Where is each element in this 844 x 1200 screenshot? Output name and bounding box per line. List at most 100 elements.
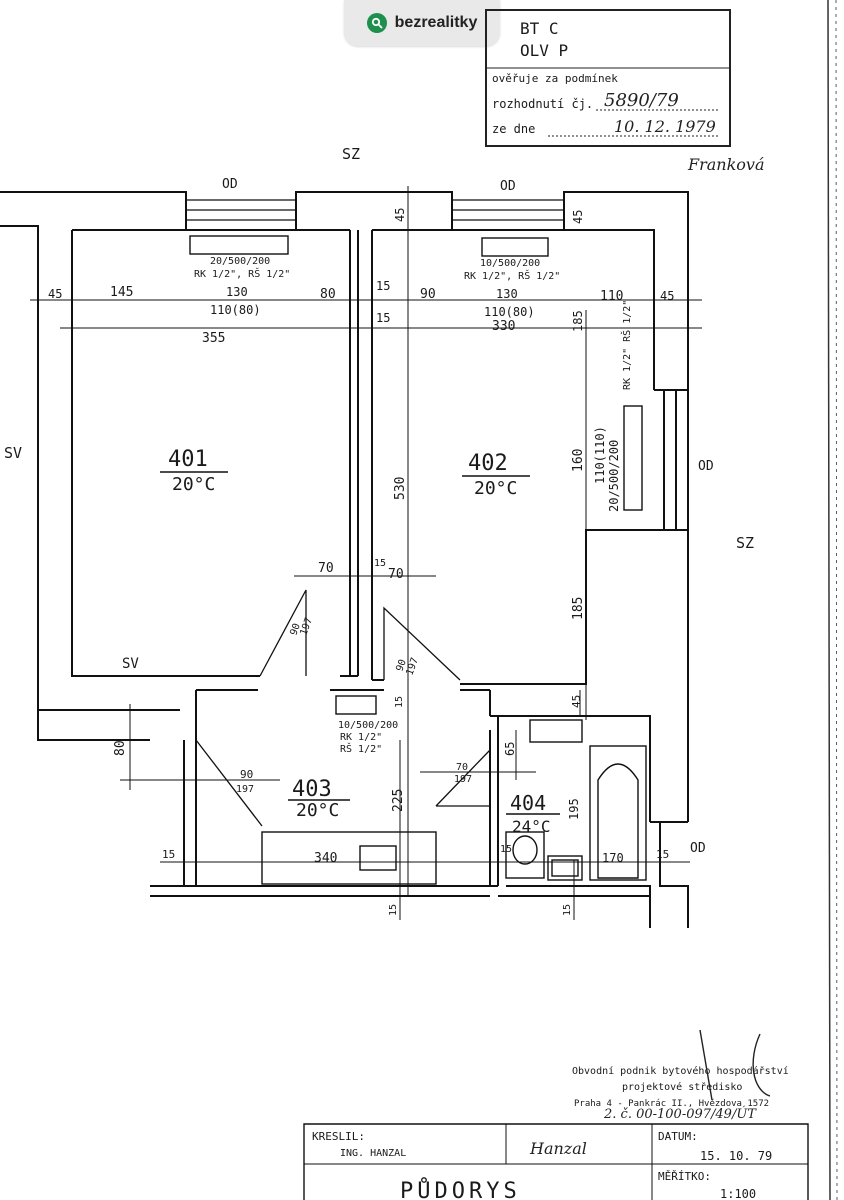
- dim-15a: 15: [376, 279, 390, 293]
- brand-name: bezrealitky: [394, 14, 478, 31]
- window-od-401: OD: [222, 177, 238, 192]
- dim-160: 160: [571, 449, 586, 472]
- orientation-sz-right: SZ: [736, 534, 754, 552]
- dim-195: 195: [567, 798, 581, 820]
- dim-530: 530: [393, 477, 408, 500]
- tb-drew-label: KRESLIL:: [312, 1130, 365, 1143]
- dim-15h: 15: [388, 904, 399, 916]
- door-404-width: 70: [456, 762, 468, 773]
- bath-fixtures: [261, 745, 647, 885]
- tb-title: PŮDORYS: [400, 1177, 521, 1200]
- window-od-402: OD: [500, 179, 516, 194]
- stamp-line1: BT C: [520, 19, 559, 38]
- dim-15f: 15: [500, 844, 512, 855]
- office-line3: Praha 4 - Pankrác II., Hvězdova 1572: [574, 1099, 769, 1109]
- dim-225: 225: [391, 789, 406, 812]
- doors: [195, 589, 491, 827]
- dim-110: 110: [600, 289, 623, 304]
- dim-90: 90: [420, 287, 436, 302]
- dim-330: 330: [492, 319, 515, 334]
- dim-45a: 45: [48, 287, 62, 301]
- dim-45topR: 45: [571, 210, 585, 224]
- dim-70a: 70: [318, 561, 334, 576]
- dim-355: 355: [202, 331, 225, 346]
- room-401-number: 401: [168, 447, 208, 472]
- dim-340: 340: [314, 851, 337, 866]
- stamp-line2: OLV P: [520, 41, 568, 60]
- title-block: KRESLIL: ING. HANZAL Hanzal DATUM: 15. 1…: [303, 1123, 809, 1200]
- tb-signature: Hanzal: [529, 1139, 587, 1158]
- door-403-height: 197: [236, 784, 254, 795]
- office-line2: projektové středisko: [622, 1081, 742, 1093]
- door-401-width: 90: [288, 622, 302, 637]
- dim-45top: 45: [393, 208, 407, 222]
- r401-spec: 20/500/200: [210, 256, 270, 267]
- dim-170: 170: [602, 851, 624, 865]
- room-402-number: 402: [468, 451, 508, 476]
- r403-valves2: RŠ 1/2": [340, 742, 382, 755]
- location-pin-icon: [366, 13, 387, 33]
- window-od-bath: OD: [690, 841, 706, 856]
- stamp-signature: Franková: [687, 155, 765, 174]
- approval-stamp: BT C OLV P ověřuje za podmínek rozhodnut…: [485, 9, 731, 147]
- dim-185: 185: [571, 310, 585, 332]
- stamp-date: 10. 12. 1979: [614, 117, 716, 136]
- office-stamp: Obvodní podnik bytového hospodářství pro…: [572, 1029, 789, 1122]
- tb-drew-name: ING. HANZAL: [340, 1148, 406, 1159]
- orientation-sv-bottom: SV: [122, 656, 139, 672]
- r403-spec: 10/500/200: [338, 720, 398, 731]
- stamp-date-label: ze dne: [492, 122, 535, 136]
- orientation-sz-top: SZ: [342, 145, 360, 163]
- dim-80: 80: [320, 287, 336, 302]
- r402b-valves: RK 1/2" RŠ 1/2": [620, 300, 633, 390]
- room-403-number: 403: [292, 777, 332, 802]
- room-402-temp: 20°C: [474, 478, 517, 499]
- radiator-symbols: [189, 235, 643, 743]
- dim-15b: 15: [376, 311, 390, 325]
- tb-scale-label: MĚŘÍTKO:: [658, 1170, 711, 1183]
- r402-spec: 10/500/200: [480, 258, 540, 269]
- r402b-niche: 110(110): [593, 426, 607, 484]
- stamp-decision-label: rozhodnutí čj.: [492, 97, 593, 111]
- dim-15c: 15: [374, 558, 386, 569]
- office-code: 2. č. 00-100-097/49/ÚT: [603, 1105, 757, 1122]
- dim-65: 65: [503, 742, 517, 756]
- dim-70b: 70: [388, 567, 404, 582]
- dim-15d: 15: [394, 696, 405, 708]
- door-403-width: 90: [240, 768, 253, 781]
- walls: [0, 191, 689, 928]
- r401-width: 130: [226, 285, 248, 299]
- r402-niche: 110(80): [484, 305, 535, 319]
- door-402-height: 197: [404, 656, 421, 677]
- door-402-width: 90: [394, 658, 408, 673]
- dimension-lines: [30, 186, 702, 920]
- dim-15e: 15: [162, 848, 175, 861]
- tb-date-label: DATUM:: [658, 1130, 698, 1143]
- r402b-spec: 20/500/200: [607, 440, 621, 512]
- stamp-decision-no: 5890/79: [604, 90, 679, 111]
- dim-80b: 80: [113, 740, 128, 756]
- dim-45c: 45: [570, 695, 583, 708]
- room-labels: 401 20°C 402 20°C 403 20°C 404 24°C: [160, 447, 560, 836]
- room-401-temp: 20°C: [172, 474, 215, 495]
- r401-niche: 110(80): [210, 303, 261, 317]
- page-border: [827, 0, 838, 1200]
- dimension-labels: 45 145 80 355 15 15 90 110 45 330 45 45 …: [48, 208, 674, 916]
- room-403-temp: 20°C: [296, 800, 339, 821]
- r402-valves: RK 1/2", RŠ 1/2": [464, 269, 560, 282]
- r403-valves1: RK 1/2": [340, 732, 382, 743]
- room-404-temp: 24°C: [512, 817, 551, 836]
- radiator-notes: 20/500/200 RK 1/2", RŠ 1/2" 130 110(80) …: [194, 256, 633, 755]
- orientation-sv-left: SV: [4, 444, 22, 462]
- dim-45b: 45: [660, 289, 674, 303]
- brand-badge[interactable]: bezrealitky: [344, 0, 500, 46]
- stamp-verify: ověřuje za podmínek: [492, 72, 618, 85]
- room-404-number: 404: [510, 791, 546, 815]
- dim-15i: 15: [562, 904, 573, 916]
- door-404-height: 197: [454, 774, 472, 785]
- dim-15g: 15: [656, 848, 669, 861]
- office-line1: Obvodní podnik bytového hospodářství: [572, 1065, 789, 1077]
- r401-valves: RK 1/2", RŠ 1/2": [194, 267, 290, 280]
- tb-scale: 1:100: [720, 1187, 756, 1200]
